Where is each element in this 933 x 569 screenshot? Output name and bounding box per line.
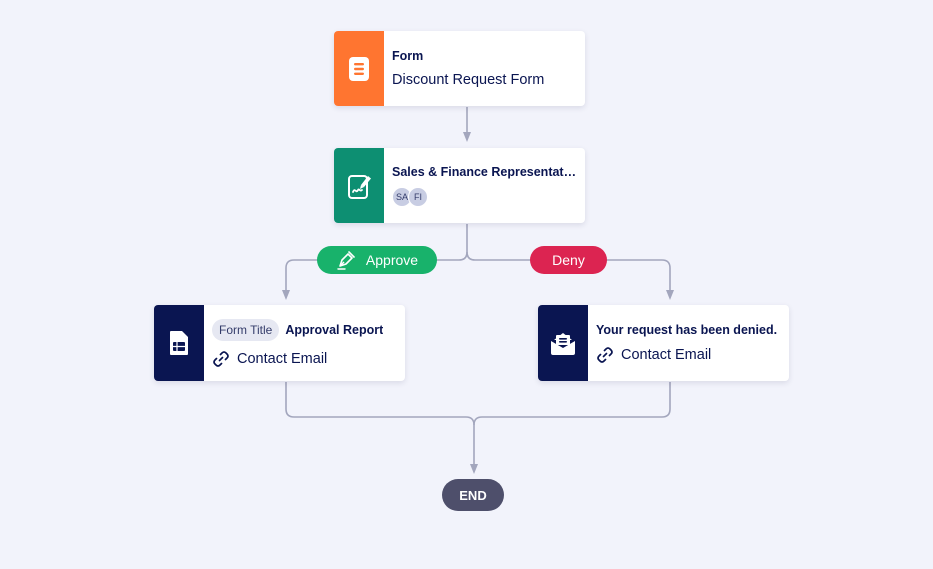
approval-node[interactable]: Sales & Finance Representati... SA FI <box>334 148 585 223</box>
avatar[interactable]: FI <box>408 186 428 207</box>
link-icon <box>597 346 613 363</box>
report-title: Approval Report <box>285 322 384 337</box>
deny-label: Deny <box>552 252 585 268</box>
approval-title: Sales & Finance Representati... <box>392 164 577 179</box>
email-title: Your request has been denied. <box>596 322 778 337</box>
approve-label: Approve <box>365 252 419 268</box>
report-contact-label: Contact Email <box>237 350 328 367</box>
form-type-label: Form <box>392 49 424 63</box>
email-node[interactable]: Your request has been denied. Contact Em… <box>538 305 789 381</box>
connector-report-to-end <box>285 382 478 474</box>
connector-email-to-end <box>473 382 671 426</box>
approval-node-accent <box>334 148 384 223</box>
email-contact-label: Contact Email <box>621 346 712 363</box>
approve-branch-pill[interactable]: Approve <box>317 246 437 274</box>
end-node[interactable]: END <box>442 479 504 511</box>
form-node-accent <box>334 31 384 106</box>
link-icon <box>213 350 229 367</box>
form-name: Discount Request Form <box>392 72 545 88</box>
form-title-chip: Form Title <box>212 318 280 341</box>
report-sheet-icon <box>170 331 188 355</box>
form-lines-icon <box>349 56 369 81</box>
approval-signature-icon <box>348 174 371 199</box>
envelope-icon <box>551 333 575 355</box>
assignee-avatars: SA FI <box>392 186 577 207</box>
email-node-accent <box>538 305 588 381</box>
form-node[interactable]: Form Discount Request Form <box>334 31 585 106</box>
end-label: END <box>459 487 487 503</box>
report-node-accent <box>154 305 204 381</box>
report-contact-link[interactable]: Contact Email <box>212 350 397 368</box>
report-node[interactable]: Form Title Approval Report Contact Email <box>154 305 405 381</box>
signature-pen-icon <box>337 251 355 270</box>
connector-deny-branch <box>466 251 674 300</box>
deny-branch-pill[interactable]: Deny <box>530 246 607 274</box>
email-contact-link[interactable]: Contact Email <box>596 346 781 364</box>
